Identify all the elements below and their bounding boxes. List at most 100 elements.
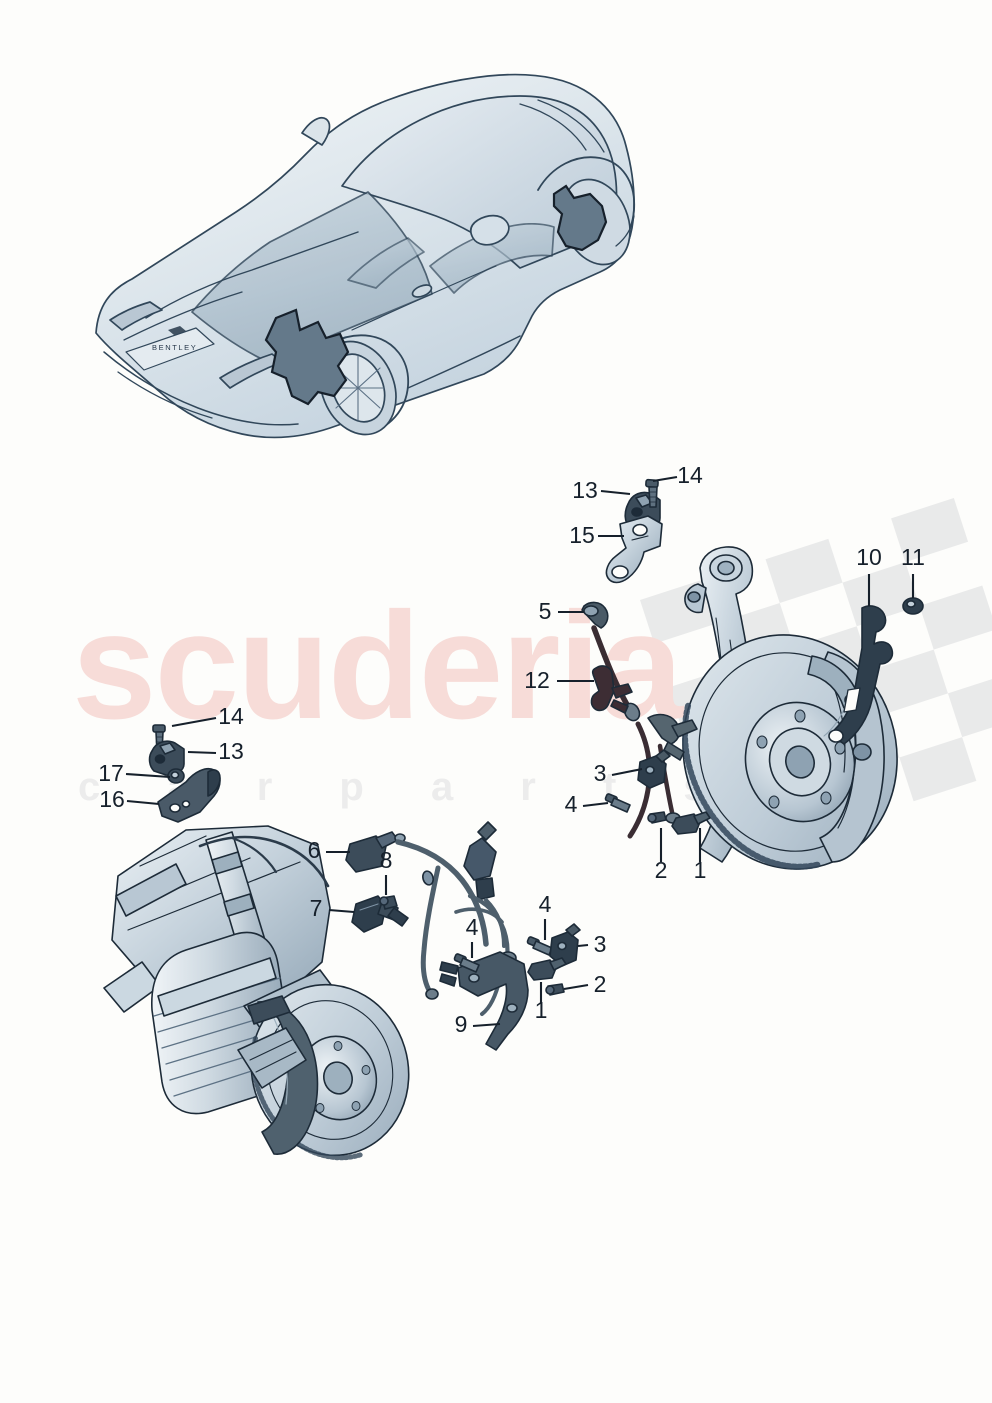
trunk-shut [123, 291, 243, 341]
strut-collar2 [223, 893, 255, 917]
wheel-bolt-holes [756, 709, 846, 809]
assembly-sensor-cable2 [230, 836, 278, 874]
callout-label-13-left: 13 [218, 738, 244, 764]
brake-hose-rear-5 [581, 601, 698, 839]
callout-label-17: 17 [98, 760, 124, 786]
harness-cable-main [395, 839, 489, 947]
callout-label-4-lower-b: 4 [539, 891, 552, 917]
rear-lower-valance [117, 371, 213, 419]
leader-13-left [187, 750, 217, 755]
callout-label-2-lower: 2 [594, 971, 607, 997]
callout-10: 10 [856, 544, 882, 606]
strut-collar [211, 851, 243, 875]
disc-vane-band [681, 702, 824, 870]
callout-4: 4 [565, 791, 609, 817]
quarter-window [347, 237, 425, 289]
rear-wheel-area-highlight [264, 308, 350, 406]
callout-label-8: 8 [380, 847, 393, 873]
caliper-left-bridge [247, 995, 291, 1025]
callout-label-13: 13 [572, 477, 598, 503]
callout-label-9: 9 [455, 1011, 468, 1037]
callout-2-lower: 2 [563, 971, 607, 997]
rear-wheel-spokes [331, 355, 385, 421]
callout-4-lower-b: 4 [539, 891, 552, 940]
suspension-strut-brake-assembly-left [103, 825, 410, 1161]
abs-connector-1-right [671, 811, 711, 835]
callout-label-11: 11 [901, 544, 925, 570]
leader-9 [472, 1022, 501, 1028]
subframe-rib [115, 863, 187, 917]
callout-label-1-lower: 1 [535, 997, 548, 1023]
callout-2: 2 [655, 828, 668, 883]
leader-14-left [171, 716, 217, 728]
harness-plug-stem [477, 821, 497, 841]
callout-8: 8 [380, 847, 393, 895]
hex-bolt-4-lower-a [453, 953, 480, 973]
caliper-boss [852, 743, 872, 761]
front-wheel-area-highlight [552, 184, 608, 252]
retaining-nut-11 [902, 597, 924, 615]
callout-1-lower: 1 [535, 982, 548, 1023]
callout-label-4-lower-a: 4 [466, 914, 479, 940]
callout-17: 17 [98, 760, 171, 786]
hex-bolt-4-right [604, 793, 631, 813]
callout-14: 14 [652, 462, 703, 488]
wear-sensor-connector-6 [345, 835, 387, 873]
callout-label-1: 1 [694, 857, 707, 883]
highlight-zones [264, 184, 608, 406]
callout-4-lower-a: 4 [466, 914, 479, 958]
callout-label-7: 7 [310, 895, 323, 921]
callout-label-6: 6 [308, 837, 321, 863]
leader-3 [611, 767, 643, 777]
hub-carrier [237, 1027, 307, 1089]
callout-3: 3 [594, 760, 643, 786]
retaining-pin-2-right [647, 811, 667, 824]
callout-12: 12 [524, 667, 594, 693]
callout-label-5: 5 [539, 598, 552, 624]
roof-fin [301, 116, 331, 146]
hose-bracket-upper-15 [605, 515, 663, 584]
hose-clip-retainer-12 [590, 665, 633, 714]
callout-7: 7 [310, 895, 355, 921]
rear-bumper [103, 351, 299, 426]
washer-17 [167, 768, 185, 784]
sill-line [407, 335, 521, 389]
brake-hose-and-sensor-harness [345, 821, 581, 1051]
callout-16: 16 [99, 786, 160, 812]
callout-label-2: 2 [655, 857, 668, 883]
plate-recess [125, 327, 215, 371]
disc-hub-bore [785, 745, 815, 779]
callout-label-3-lower: 3 [594, 931, 607, 957]
bracket-aperture [843, 687, 861, 713]
callout-1: 1 [694, 828, 707, 883]
bracket-9-fork [439, 961, 459, 987]
bentley-badge: BENTLEY [152, 326, 197, 352]
hose-ferrule [623, 702, 641, 722]
brake-disc-left-inner [266, 1000, 394, 1140]
door-handle [411, 284, 433, 298]
leader-7 [328, 908, 355, 914]
body-crease [351, 265, 497, 331]
roof-ridge-2 [537, 99, 605, 153]
callout-label-14-left: 14 [218, 703, 244, 729]
callout-11: 11 [901, 544, 925, 598]
svg-text:BENTLEY: BENTLEY [152, 343, 197, 352]
tail-light-left [109, 301, 163, 331]
junction-arm2 [663, 741, 685, 761]
assembly-sensor-cable [198, 835, 330, 888]
callout-label-15: 15 [569, 522, 595, 548]
harness-loop [454, 907, 504, 924]
callout-9: 9 [455, 1011, 501, 1037]
leader-2-lower [563, 983, 589, 991]
cable-bracket-right-3 [637, 749, 671, 789]
leader-3-lower [577, 943, 589, 948]
hose-line-lower [627, 721, 653, 839]
callout-13-left: 13 [187, 738, 244, 764]
leader-17 [125, 772, 171, 779]
leader-14 [652, 475, 678, 483]
disc-left-bore [323, 1061, 353, 1095]
cable-bracket-lower-3 [549, 923, 581, 967]
callout-label-16: 16 [99, 786, 125, 812]
